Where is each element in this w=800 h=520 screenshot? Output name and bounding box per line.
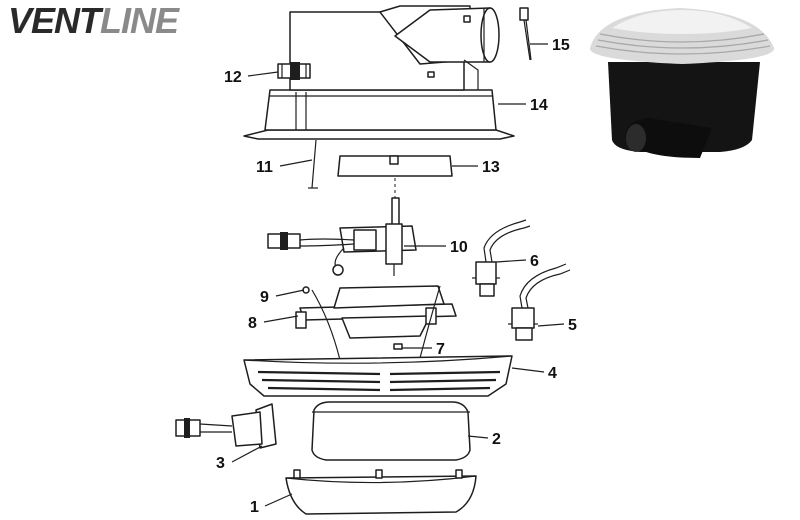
- callout-10: 10: [450, 239, 468, 256]
- logo-part-vent: VENT: [8, 0, 101, 41]
- photo-grille-vents: [595, 33, 771, 55]
- callout-2: 2: [492, 431, 501, 448]
- part-15-wire-probe: [519, 7, 532, 61]
- callout-15: 15: [552, 37, 570, 54]
- part-11-screw: [308, 139, 318, 189]
- grille-vent-slots: [257, 370, 501, 392]
- part-10-motor-assembly: [267, 197, 417, 276]
- ventline-logo: VENTLINE: [8, 0, 179, 42]
- logo-part-line: LINE: [100, 0, 179, 41]
- part-5-wire-harness: [508, 263, 571, 341]
- part-7-pin: [393, 343, 403, 350]
- leader-lines: [231, 43, 565, 507]
- photo-duct-outlet: [625, 118, 712, 158]
- callout-5: 5: [568, 317, 577, 334]
- part-3-light-socket: [175, 403, 277, 449]
- part-14-mounting-frame: [243, 89, 515, 140]
- part-6-wire-harness: [472, 219, 531, 297]
- part-1-cover: [285, 469, 477, 515]
- part-2-lens: [311, 401, 471, 461]
- callout-labels: 1 2 3 4 5 6 7 8 9 10 11 12 13 14 15: [216, 37, 577, 516]
- callout-9: 9: [260, 289, 269, 306]
- callout-7: 7: [436, 341, 445, 358]
- callout-8: 8: [248, 315, 257, 332]
- callout-12: 12: [224, 69, 242, 86]
- callout-1: 1: [250, 499, 259, 516]
- part-12-connector: [277, 62, 311, 80]
- part-4-grille: [243, 355, 513, 397]
- part-13-motor-plate: [337, 155, 453, 177]
- part-8-bracket: [295, 285, 457, 361]
- photo-duct-opening: [626, 124, 646, 152]
- callout-4: 4: [548, 365, 557, 382]
- photo-grille-top: [612, 10, 752, 34]
- callout-3: 3: [216, 455, 225, 472]
- callout-6: 6: [530, 253, 539, 270]
- callout-13: 13: [482, 159, 500, 176]
- product-photo: [589, 8, 775, 158]
- callout-14: 14: [530, 97, 548, 114]
- fan-housing-with-duct: [289, 5, 500, 91]
- callout-11: 11: [256, 159, 273, 176]
